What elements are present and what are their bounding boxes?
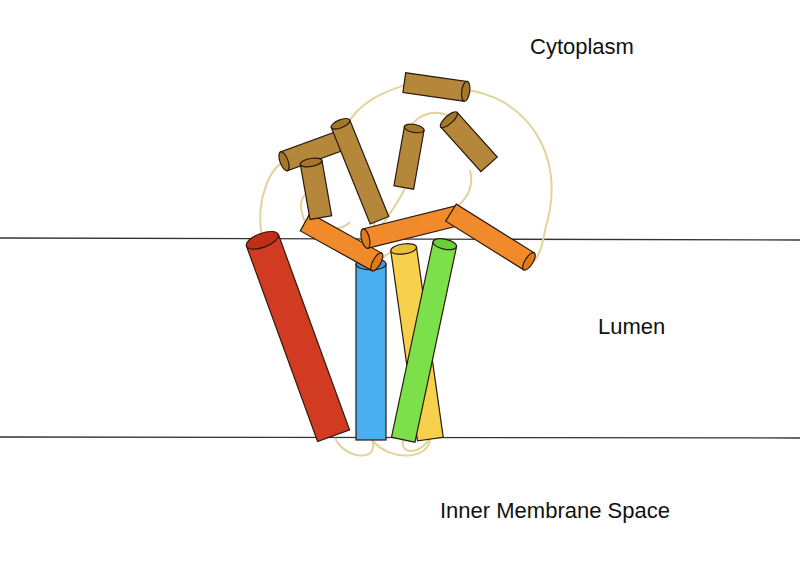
region-label: Cytoplasm [530,34,634,60]
region-label: Lumen [598,314,665,340]
helix-orange [446,204,538,272]
helix-blue [356,258,386,440]
helix-red [244,228,349,442]
helix-brown [330,116,389,224]
helix-brown [438,109,497,171]
region-label: Inner Membrane Space [440,498,670,524]
helix-brown [403,73,471,102]
helix-brown [300,157,332,220]
helix-brown [394,123,425,190]
helix-green [391,237,457,443]
